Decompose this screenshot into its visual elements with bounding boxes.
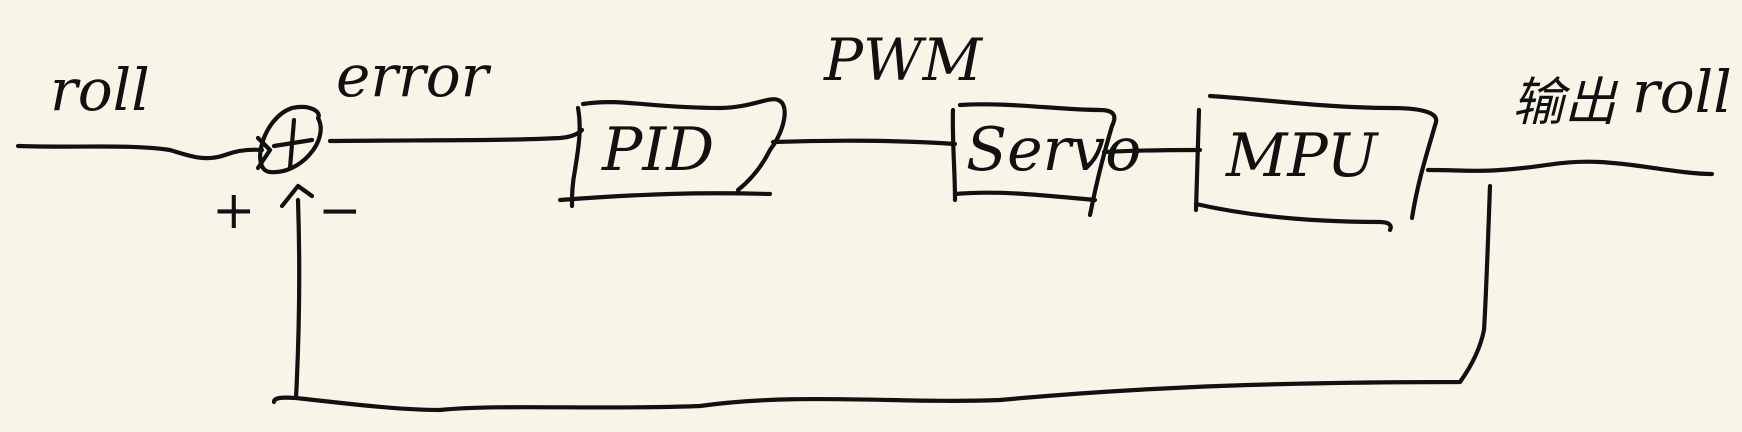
servo-to-mpu-line xyxy=(1101,147,1203,155)
plus-sign: + xyxy=(212,181,256,241)
summing-junction-plus xyxy=(271,117,315,171)
mpu-label: MPU xyxy=(1225,121,1380,191)
error-signal-line xyxy=(327,127,585,144)
feedback-path xyxy=(271,183,1493,413)
summing-junction-circle xyxy=(258,104,323,175)
pwm-label: PWM xyxy=(823,26,984,94)
pid-label: PID xyxy=(601,115,714,185)
pwm-signal-line xyxy=(770,138,958,147)
mpu-block xyxy=(1193,93,1439,233)
feedback-arrowhead xyxy=(279,183,315,209)
output-signal-line xyxy=(1425,159,1715,177)
error-label: error xyxy=(336,42,492,110)
input-roll-label: roll xyxy=(50,56,150,124)
output-roll-label: roll xyxy=(1632,58,1732,126)
minus-sign: − xyxy=(318,181,362,241)
output-label-prefix: 输出 xyxy=(1512,73,1619,133)
pid-block xyxy=(557,97,787,209)
input-signal-line xyxy=(15,143,265,161)
servo-block xyxy=(950,102,1117,218)
